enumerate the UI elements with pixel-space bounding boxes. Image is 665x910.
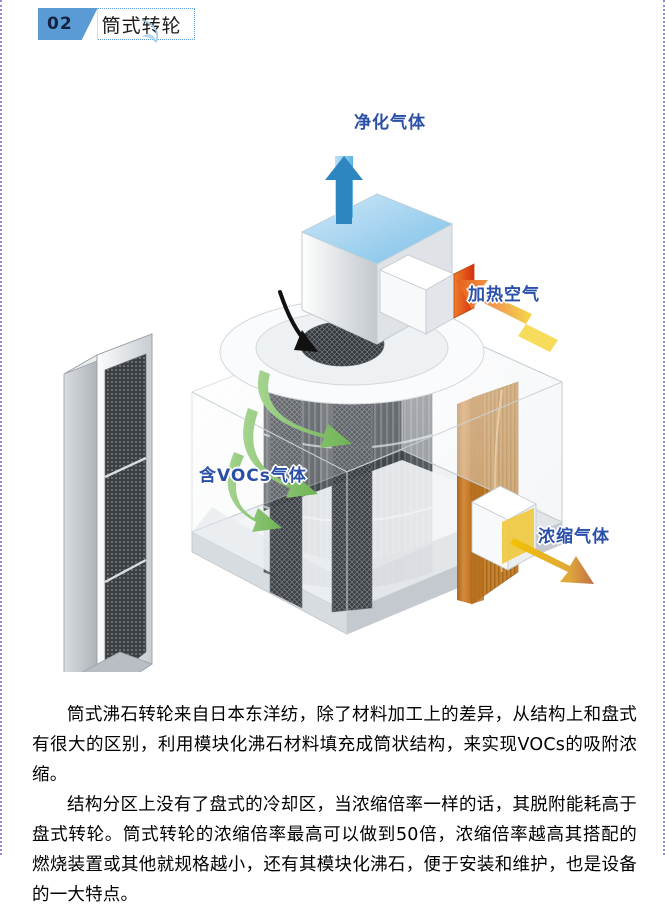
label-purified-gas: 净化气体 [354, 113, 426, 133]
heater-inlet-box [378, 254, 475, 335]
section-title: 筒式转轮 [97, 8, 195, 40]
rotation-arrow [278, 290, 318, 352]
voc-flow-arrows [227, 370, 352, 532]
label-voc-gas: 含VOCs气体 [199, 466, 307, 486]
label-heated-air: 加热空气 [468, 285, 540, 305]
rotor-diagram: 净化气体 加热空气 含VOCs气体 浓缩气体 [2, 52, 663, 672]
header-slant-divider [81, 8, 98, 40]
section-header: 02 筒式转轮 [38, 8, 195, 40]
section-number: 02 [38, 8, 82, 40]
paragraph-1: 筒式沸石转轮来自日本东洋纺，除了材料加工上的差异，从结构上和盘式有很大的区别，利… [32, 705, 637, 785]
body-text: 筒式沸石转轮来自日本东洋纺，除了材料加工上的差异，从结构上和盘式有很大的区别，利… [32, 700, 637, 910]
heated-air-arrow [456, 280, 558, 352]
label-concentrated-gas: 浓缩气体 [538, 527, 610, 547]
purified-gas-arrow [325, 156, 363, 224]
paragraph-2: 结构分区上没有了盘式的冷却区，当浓缩倍率一样的话，其脱附能耗高于盘式转轮。筒式转… [32, 795, 637, 905]
concentrated-gas-arrow [510, 538, 594, 584]
zeolite-module-panel [63, 333, 153, 672]
page-container: 02 筒式转轮 [0, 0, 665, 855]
